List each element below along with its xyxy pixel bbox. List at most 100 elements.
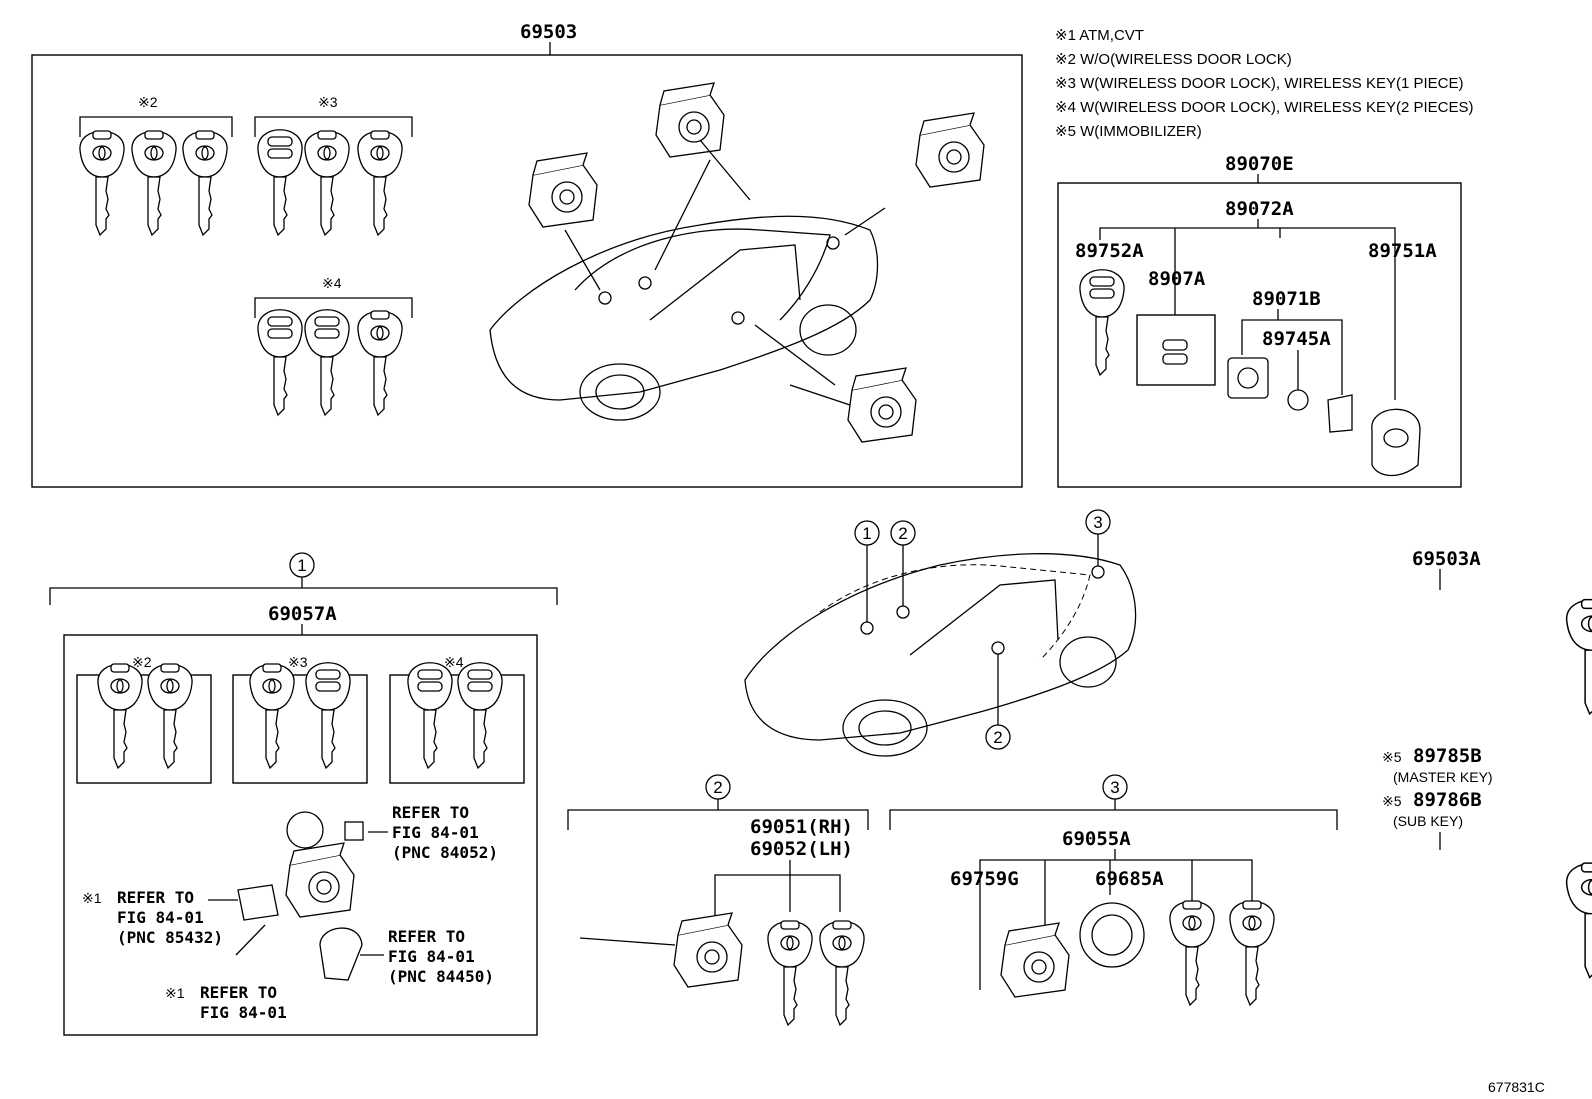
part-label-89752A: 89752A <box>1075 240 1144 262</box>
part-label-69759G: 69759G <box>950 868 1019 890</box>
part-label-89751A: 89751A <box>1368 240 1437 262</box>
refer-text: REFER TO <box>117 888 194 907</box>
refer-text: FIG 84-01 <box>200 1003 287 1022</box>
group-4-label: ※4 <box>444 654 464 670</box>
sub-key-desc: (SUB KEY) <box>1393 813 1463 829</box>
remote-panel: 89070E 89072A 89752A 8907A 89751A 89071B… <box>1057 153 1462 488</box>
refer-text: REFER TO <box>388 927 465 946</box>
key-icon <box>304 130 350 236</box>
top-panel-key-set: 69503 ※2 ※3 ※4 <box>31 21 1023 488</box>
part-label-89785B: 89785B <box>1413 745 1482 767</box>
callout-number: 3 <box>1110 778 1119 797</box>
key-icon <box>357 310 403 416</box>
screw-icon <box>235 924 266 956</box>
trunk-lock-icon <box>915 112 985 188</box>
note-5: ※5 W(IMMOBILIZER) <box>1055 123 1202 140</box>
callout-number: 3 <box>1093 513 1102 532</box>
right-keys-section: 69503A ※5 89785B (MASTER KEY) ※5 89786B … <box>1382 548 1592 979</box>
refer-text: (PNC 84052) <box>392 843 498 862</box>
part-label-89745A: 89745A <box>1262 328 1331 350</box>
key-icon <box>97 663 143 769</box>
group-3-label: ※3 <box>288 654 308 670</box>
wireless-key-icon <box>304 309 350 416</box>
callout-number: 1 <box>862 524 871 543</box>
part-label-8907A: 8907A <box>1148 268 1206 290</box>
callout-number: 2 <box>713 778 722 797</box>
group-4-label: ※4 <box>322 275 342 291</box>
part-label-89071B: 89071B <box>1252 288 1321 310</box>
key-icon <box>147 663 193 769</box>
door-lock-icon <box>847 367 917 443</box>
part-label-89072A: 89072A <box>1225 198 1294 220</box>
key-icon <box>819 920 865 1026</box>
callout-number: 2 <box>993 728 1002 747</box>
part-label-89786B: 89786B <box>1413 789 1482 811</box>
gasket-icon <box>1079 902 1145 968</box>
wireless-key-icon <box>457 662 503 769</box>
note-1: ※1 ATM,CVT <box>1055 27 1144 44</box>
car-illustration-center: 1 2 3 2 <box>744 509 1137 757</box>
switch-icon <box>344 821 364 841</box>
battery-icon <box>1287 389 1309 411</box>
master-key-desc: (MASTER KEY) <box>1393 769 1493 785</box>
car-illustration-top <box>489 159 886 421</box>
part-label-69052: 69052(LH) <box>750 838 853 860</box>
lock-rod-icon <box>579 937 676 946</box>
key-icon <box>1565 862 1592 979</box>
refer-text: FIG 84-01 <box>117 908 204 927</box>
wireless-key-icon <box>1079 269 1125 376</box>
ignition-lock-icon <box>285 842 355 918</box>
key-icon <box>79 130 125 236</box>
refer-text: REFER TO <box>392 803 469 822</box>
wireless-key-icon <box>257 309 303 416</box>
part-label-69057A: 69057A <box>268 603 337 625</box>
group-2-label: ※2 <box>138 94 158 110</box>
remote-panel-frame <box>1057 182 1462 488</box>
callout-number: 1 <box>297 556 306 575</box>
note-mark: ※1 <box>82 890 102 906</box>
wireless-key-icon <box>257 129 303 236</box>
key-icon <box>182 130 228 236</box>
key-icon <box>1169 900 1215 1006</box>
solenoid-icon <box>237 884 279 921</box>
note-2: ※2 W/O(WIRELESS DOOR LOCK) <box>1055 51 1292 68</box>
key-icon <box>1229 900 1275 1006</box>
ignition-frame <box>63 634 538 1036</box>
part-label-69685A: 69685A <box>1095 868 1164 890</box>
door-lock-section: 2 69051(RH) 69052(LH) <box>567 774 869 1026</box>
part-label-89070E: 89070E <box>1225 153 1294 175</box>
group-2-label: ※2 <box>132 654 152 670</box>
key-icon <box>249 663 295 769</box>
remote-fob-icon <box>1371 408 1421 477</box>
note-3: ※3 W(WIRELESS DOOR LOCK), WIRELESS KEY(1… <box>1055 75 1463 92</box>
refer-text: FIG 84-01 <box>388 947 475 966</box>
note-4: ※4 W(WIRELESS DOOR LOCK), WIRELESS KEY(2… <box>1055 99 1473 116</box>
refer-text: (PNC 84450) <box>388 967 494 986</box>
note-mark: ※5 <box>1382 793 1402 809</box>
lock-cap-icon <box>286 811 324 849</box>
key-icon <box>131 130 177 236</box>
trunk-lock-cylinder-icon <box>1000 922 1070 998</box>
wireless-key-icon <box>407 662 453 769</box>
key-insert-box <box>1136 314 1216 386</box>
refer-text: (PNC 85432) <box>117 928 223 947</box>
ignition-lock-icon <box>528 152 598 228</box>
wireless-key-icon <box>305 662 351 769</box>
ignition-section: 1 69057A ※2 ※3 ※4 REFER TO FIG 84-01 (PN… <box>49 552 558 1036</box>
top-panel-frame <box>31 54 1023 488</box>
door-lock-cylinder-icon <box>673 912 743 988</box>
part-label-69503A: 69503A <box>1412 548 1481 570</box>
refer-text: FIG 84-01 <box>392 823 479 842</box>
figure-id: 677831C <box>1488 1079 1545 1095</box>
door-lock-icon <box>655 82 725 158</box>
part-label-69055A: 69055A <box>1062 828 1131 850</box>
note-mark: ※5 <box>1382 749 1402 765</box>
trunk-lock-section: 3 69055A 69759G 69685A <box>889 774 1338 1006</box>
key-icon <box>357 130 403 236</box>
part-label-69051: 69051(RH) <box>750 816 853 838</box>
refer-text: REFER TO <box>200 983 277 1002</box>
key-icon <box>1565 598 1592 715</box>
cover-icon <box>1327 394 1353 433</box>
callout-number: 2 <box>898 524 907 543</box>
